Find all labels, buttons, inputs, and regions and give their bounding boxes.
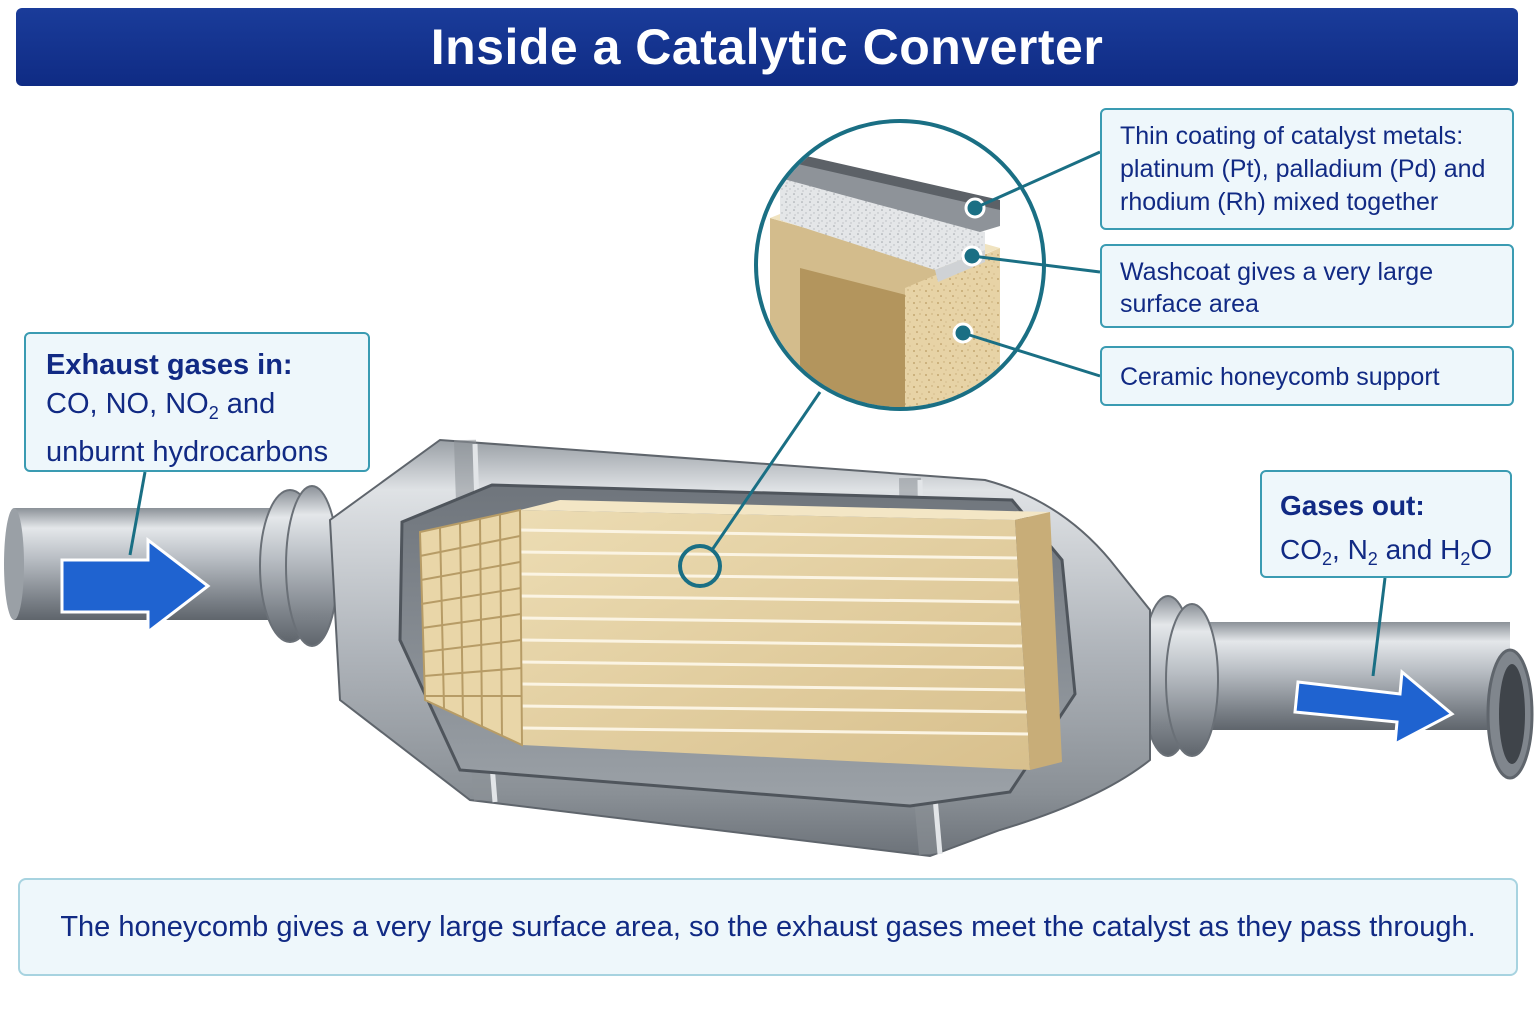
gases-out-heading: Gases out:	[1280, 490, 1425, 521]
washcoat-line-1: Washcoat gives a very large	[1120, 258, 1434, 286]
ceramic-honeycomb	[418, 500, 1062, 770]
title-bar: Inside a Catalytic Converter	[16, 8, 1518, 86]
flow-out-arrow-icon	[1293, 669, 1455, 747]
outlet-pipe	[1180, 622, 1534, 780]
caption-box: The honeycomb gives a very large surface…	[18, 878, 1518, 976]
gases-out-leader	[1371, 577, 1387, 677]
caption-text: The honeycomb gives a very large surface…	[60, 910, 1476, 943]
outlet-flange	[1141, 595, 1219, 757]
gases-in-line-2: unburnt hydrocarbons	[46, 436, 329, 468]
catalyst-coating-callout: Thin coating of catalyst metals: platinu…	[1100, 108, 1514, 230]
gases-in-callout: Exhaust gases in: CO, NO, NO2 and unburn…	[24, 332, 370, 472]
zoom-lens	[754, 119, 1046, 411]
ceramic-line: Ceramic honeycomb support	[1120, 363, 1440, 391]
gases-in-leader	[128, 471, 147, 556]
inlet-flange	[259, 485, 339, 647]
gases-out-callout: Gases out: CO2, N2 and H2O	[1260, 470, 1512, 578]
gases-out-line: CO2, N2 and H2O	[1280, 534, 1493, 569]
ceramic-leader	[962, 331, 1101, 378]
washcoat-callout: Washcoat gives a very large surface area	[1100, 244, 1514, 328]
washcoat-line-2: surface area	[1120, 290, 1259, 318]
magnifier-circle-icon	[678, 544, 722, 588]
ceramic-support-callout: Ceramic honeycomb support	[1100, 346, 1514, 406]
coating-line-1: Thin coating of catalyst metals:	[1120, 122, 1464, 150]
coating-line-2: platinum (Pt), palladium (Pd) and	[1120, 155, 1486, 183]
page-title: Inside a Catalytic Converter	[430, 19, 1104, 75]
flow-in-arrow-icon	[60, 536, 211, 636]
gases-in-heading: Exhaust gases in:	[46, 349, 293, 381]
washcoat-leader	[971, 254, 1101, 274]
gases-in-line-1: CO, NO, NO2 and	[46, 388, 276, 423]
coating-leader	[974, 150, 1101, 210]
coating-line-3: rhodium (Rh) mixed together	[1120, 188, 1439, 216]
